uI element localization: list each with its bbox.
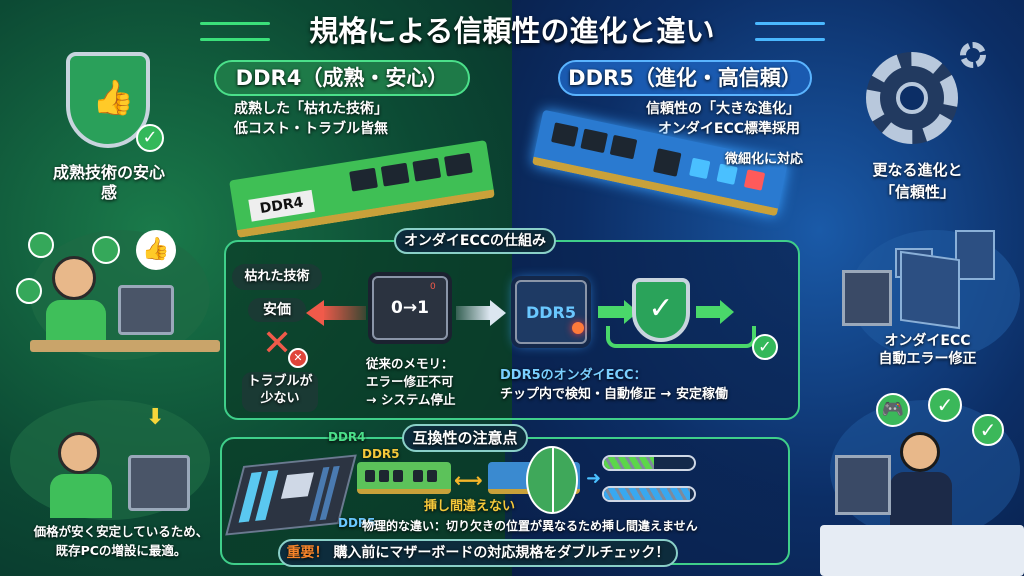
mb-ddr4-label: DDR4 bbox=[328, 430, 366, 444]
bit-flip-text: 0→1 bbox=[391, 298, 429, 318]
important-banner: 重要！ 購入前にマザーボードの対応規格をダブルチェック！ bbox=[278, 539, 678, 567]
thumbs-up-icon: 👍 bbox=[92, 78, 135, 118]
arrow-right-icon: ➜ bbox=[586, 468, 602, 489]
deco-line bbox=[755, 22, 825, 25]
gamepad-icon: 🎮 bbox=[876, 393, 910, 427]
ddr4-heading: DDR4（成熟・安心） bbox=[214, 60, 470, 96]
shield-check-icon: ✓ bbox=[632, 278, 690, 342]
document-icon bbox=[16, 278, 42, 304]
trend-window-icon bbox=[955, 230, 995, 280]
tag-mature: 枯れた技術 bbox=[232, 264, 322, 290]
left-bottom-1: 価格が安く安定しているため、 bbox=[33, 524, 209, 539]
compat-label: 互換性の注意点 bbox=[402, 424, 528, 452]
right-caption-2: 「信頼性」 bbox=[879, 183, 955, 201]
desk bbox=[820, 525, 1024, 576]
ddr5-sub1: 信頼性の「大きな進化」 bbox=[646, 101, 800, 117]
ddr5-ecc-2: チップ内で検知・自動修正 → 安定稼働 bbox=[500, 387, 728, 402]
check-icon: ✓ bbox=[928, 388, 962, 422]
thumbs-up-bubble-icon: 👍 bbox=[136, 230, 176, 270]
download-arrow-icon: ⬇ bbox=[146, 405, 165, 430]
double-arrow-icon: ⟷ bbox=[454, 468, 483, 492]
right-ecc-1: オンダイECC bbox=[884, 333, 971, 349]
progress-fill bbox=[604, 488, 690, 500]
tag-cheap: 安価 bbox=[248, 298, 306, 322]
progress-fill bbox=[604, 457, 654, 469]
red-arrow-shaft bbox=[322, 306, 366, 320]
ddr4-module bbox=[357, 462, 451, 494]
ddr4-stick-label: DDR4 bbox=[248, 189, 315, 222]
globe-icon bbox=[28, 232, 54, 258]
bit-label: 0 bbox=[430, 282, 436, 292]
ddr4-sub2: 低コスト・トラブル皆無 bbox=[234, 121, 388, 137]
chip-traditional: 0→1 bbox=[372, 276, 448, 340]
left-caption: 成熟技術の安心感 bbox=[52, 163, 165, 202]
feedback-loop-arrow bbox=[606, 326, 756, 348]
check-icon: ✓ bbox=[136, 124, 164, 152]
red-arrow-left-icon bbox=[306, 300, 324, 326]
person-body bbox=[50, 474, 112, 518]
monitor-icon bbox=[118, 285, 174, 335]
video-icon bbox=[92, 236, 120, 264]
important-label: 重要！ bbox=[286, 545, 329, 561]
chip-ddr5: DDR5 bbox=[515, 280, 587, 344]
check-icon: ✓ bbox=[752, 334, 778, 360]
physical-difference-text: 物理的な違い：切り欠きの位置が異なるため挿し間違えません bbox=[362, 519, 698, 533]
old-memory-1: 従来のメモリ： bbox=[366, 356, 454, 371]
person-body bbox=[890, 472, 952, 532]
chip-ddr5-label: DDR5 bbox=[525, 302, 576, 322]
important-message: 購入前にマザーボードの対応規格をダブルチェック！ bbox=[333, 545, 670, 561]
small-gear-icon bbox=[960, 42, 986, 68]
right-caption-1: 更なる進化と bbox=[872, 161, 963, 179]
progress-bar-ddr4 bbox=[602, 455, 696, 471]
x-mark-icon: ✕ bbox=[262, 323, 293, 364]
no-mistake-text: 挿し間違えない bbox=[424, 499, 516, 514]
ddr5-sub2: オンダイECC標準採用 bbox=[657, 121, 800, 137]
deco-line bbox=[755, 38, 825, 41]
progress-bar-ddr5 bbox=[602, 486, 696, 502]
notch-magnifier bbox=[526, 446, 578, 514]
mb-ddr5-label: DDR5 bbox=[338, 516, 376, 530]
person-head bbox=[900, 432, 940, 472]
error-icon: ✕ bbox=[288, 348, 308, 368]
monitor-icon bbox=[128, 455, 190, 511]
ddr4-sub1: 成熟した「枯れた技術」 bbox=[234, 101, 388, 117]
deco-line bbox=[200, 22, 270, 25]
stick-ddr5-label: DDR5 bbox=[362, 447, 400, 461]
monitor-icon bbox=[842, 270, 892, 326]
ddr5-ecc-1: DDR5のオンダイECC： bbox=[500, 368, 647, 383]
deco-line bbox=[200, 38, 270, 41]
person-body bbox=[46, 300, 106, 340]
old-memory-2: エラー修正不可 bbox=[366, 374, 454, 389]
green-arrow-shaft bbox=[696, 306, 720, 318]
green-arrow-shaft bbox=[598, 306, 624, 318]
green-arrow-right-icon bbox=[720, 300, 734, 324]
person-head bbox=[58, 432, 100, 474]
ddr5-heading: DDR5（進化・高信頼） bbox=[558, 60, 812, 96]
gear-icon bbox=[866, 52, 958, 144]
error-dot bbox=[572, 322, 584, 334]
ecc-label: オンダイECCの仕組み bbox=[394, 228, 556, 254]
grey-arrow-shaft bbox=[456, 306, 490, 320]
monitor-icon bbox=[835, 455, 891, 515]
old-memory-3: → システム停止 bbox=[366, 392, 456, 407]
left-bottom-2: 既存PCの増設に最適。 bbox=[55, 543, 187, 558]
desk bbox=[30, 340, 220, 352]
gear-window-icon bbox=[900, 250, 960, 330]
page-title: 規格による信頼性の進化と違い bbox=[309, 14, 715, 48]
ddr5-sub3: 微細化に対応 bbox=[724, 152, 803, 167]
check-icon: ✓ bbox=[972, 414, 1004, 446]
right-ecc-2: 自動エラー修正 bbox=[878, 351, 977, 367]
person-head bbox=[52, 256, 96, 300]
tag-trouble: トラブルが少ない bbox=[242, 372, 318, 412]
grey-arrow-right-icon bbox=[490, 300, 506, 326]
